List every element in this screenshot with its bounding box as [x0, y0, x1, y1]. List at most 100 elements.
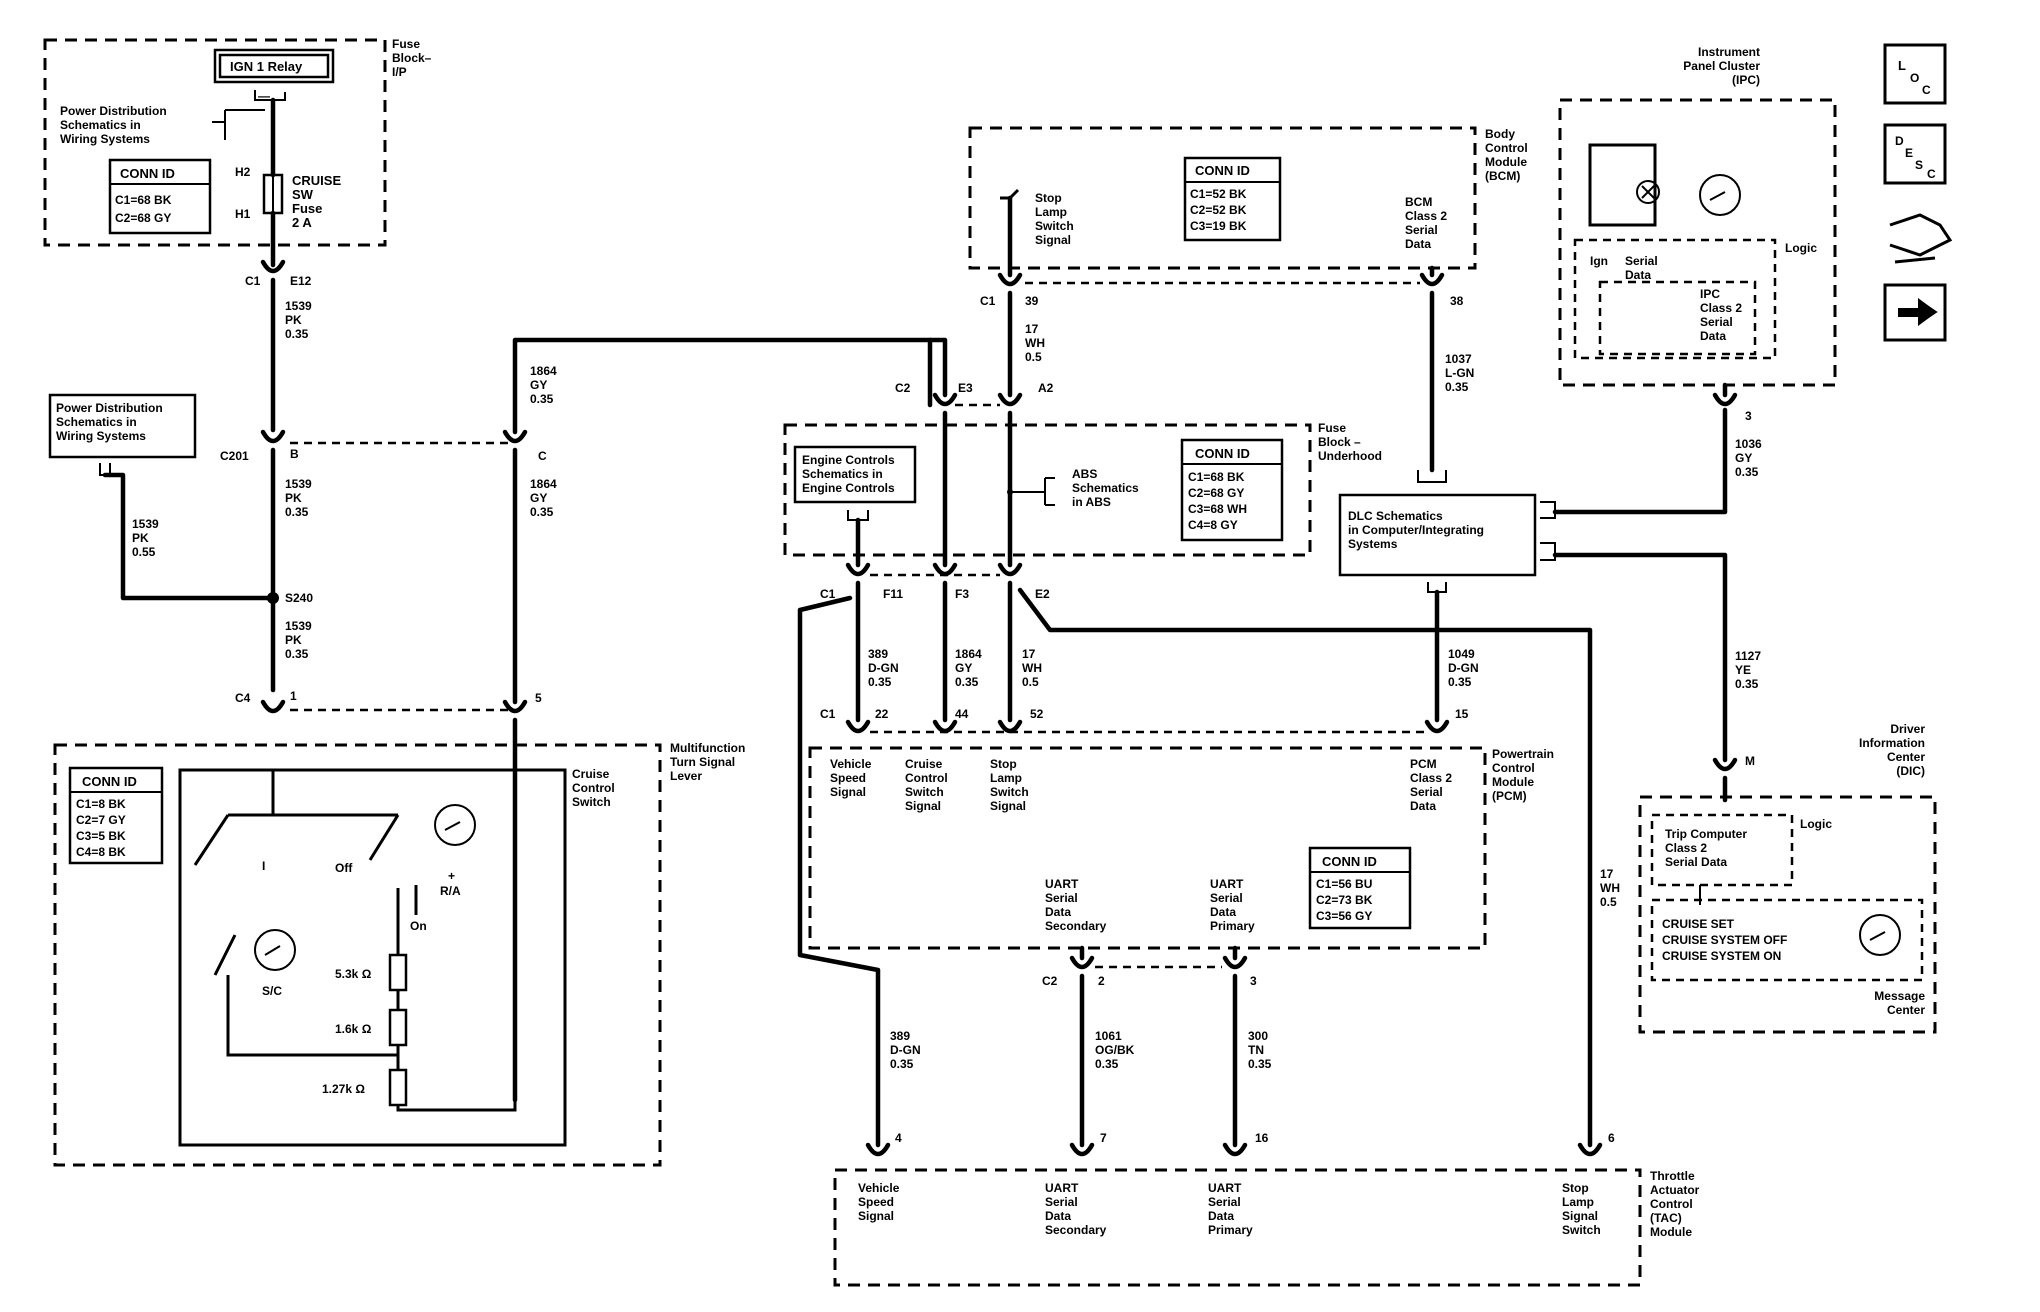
- svg-text:C1: C1: [820, 707, 836, 721]
- svg-text:E2: E2: [1035, 587, 1050, 601]
- svg-text:16: 16: [1255, 1131, 1269, 1145]
- svg-text:R/A: R/A: [440, 884, 461, 898]
- svg-text:CRUISE SYSTEM OFF: CRUISE SYSTEM OFF: [1662, 933, 1787, 947]
- svg-text:S: S: [1915, 158, 1923, 172]
- svg-text:C2=68 GY: C2=68 GY: [1188, 486, 1244, 500]
- svg-text:C1: C1: [980, 294, 996, 308]
- svg-text:CONN ID: CONN ID: [1195, 446, 1250, 461]
- svg-text:Logic: Logic: [1785, 241, 1817, 255]
- svg-text:38: 38: [1450, 294, 1464, 308]
- pin-c: C: [538, 449, 547, 463]
- mf-conn-id: CONN ID: [82, 774, 137, 789]
- svg-text:3: 3: [1250, 974, 1257, 988]
- svg-text:E3: E3: [958, 381, 973, 395]
- svg-text:CRUISE SYSTEM ON: CRUISE SYSTEM ON: [1662, 949, 1781, 963]
- svg-text:I: I: [262, 859, 265, 873]
- fuse-ip-conn-id: CONN ID: [120, 166, 175, 181]
- harness-icon: [1889, 213, 1953, 264]
- conn-c1-fuse: C1: [245, 274, 261, 288]
- svg-text:Logic: Logic: [1800, 817, 1832, 831]
- pin-1: 1: [290, 689, 297, 703]
- svg-text:C: C: [1922, 83, 1931, 97]
- svg-text:C1=68 BK: C1=68 BK: [1188, 470, 1245, 484]
- svg-text:CONN ID: CONN ID: [1195, 163, 1250, 178]
- svg-text:C2: C2: [895, 381, 911, 395]
- svg-text:15: 15: [1455, 707, 1469, 721]
- arrow-right-icon: [1883, 283, 1947, 342]
- svg-text:C3=5 BK: C3=5 BK: [76, 829, 126, 843]
- svg-text:C1=56 BU: C1=56 BU: [1316, 877, 1372, 891]
- svg-text:CONN ID: CONN ID: [1322, 854, 1377, 869]
- svg-text:C3=56 GY: C3=56 GY: [1316, 909, 1372, 923]
- svg-text:M: M: [1745, 754, 1755, 768]
- svg-text:CRUISE SET: CRUISE SET: [1662, 917, 1735, 931]
- svg-text:S/C: S/C: [262, 984, 282, 998]
- svg-text:C1=52 BK: C1=52 BK: [1190, 187, 1247, 201]
- conn-c2-e3: C2 E3: [895, 337, 1000, 568]
- svg-text:C: C: [1927, 167, 1936, 181]
- svg-text:4: 4: [895, 1131, 902, 1145]
- svg-text:7: 7: [1100, 1131, 1107, 1145]
- svg-text:Off: Off: [335, 861, 353, 875]
- ign1-relay-label: IGN 1 Relay: [230, 59, 303, 74]
- svg-text:C3=19 BK: C3=19 BK: [1190, 219, 1247, 233]
- svg-text:44: 44: [955, 707, 969, 721]
- svg-text:C1=8 BK: C1=8 BK: [76, 797, 126, 811]
- svg-text:39: 39: [1025, 294, 1039, 308]
- conn-c201: C201: [220, 449, 249, 463]
- pin-b: B: [290, 447, 299, 461]
- svg-text:A2: A2: [1038, 381, 1054, 395]
- pin-5: 5: [535, 691, 542, 705]
- splice-s240-label: S240: [285, 591, 313, 605]
- fuse-ip-c2: C2=68 GY: [115, 211, 171, 225]
- svg-text:C4=8 BK: C4=8 BK: [76, 845, 126, 859]
- svg-text:52: 52: [1030, 707, 1044, 721]
- svg-text:2: 2: [1098, 974, 1105, 988]
